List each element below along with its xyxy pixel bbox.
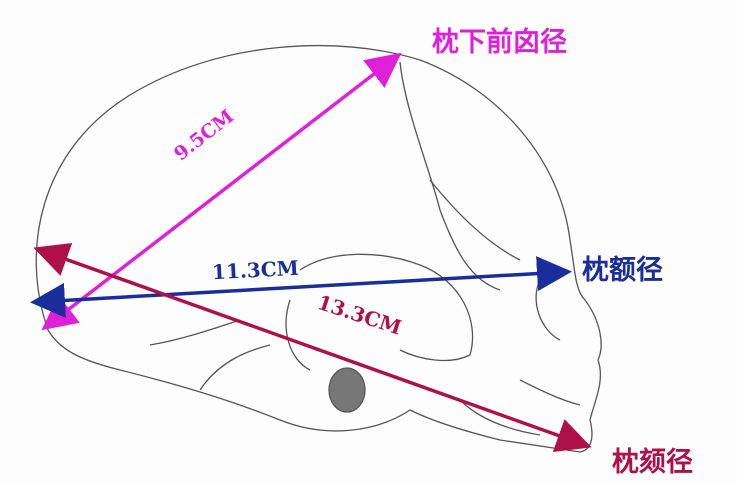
occipito-mental-arrow	[33, 242, 592, 453]
skull-outline	[35, 44, 602, 453]
label-occipito-frontal: 枕额径	[582, 255, 663, 286]
label-occipito-bregmatic: 枕下前囟径	[432, 27, 567, 58]
value-occipito-frontal: 11.3CM	[211, 255, 300, 285]
label-occipito-mental: 枕颏径	[612, 447, 693, 478]
